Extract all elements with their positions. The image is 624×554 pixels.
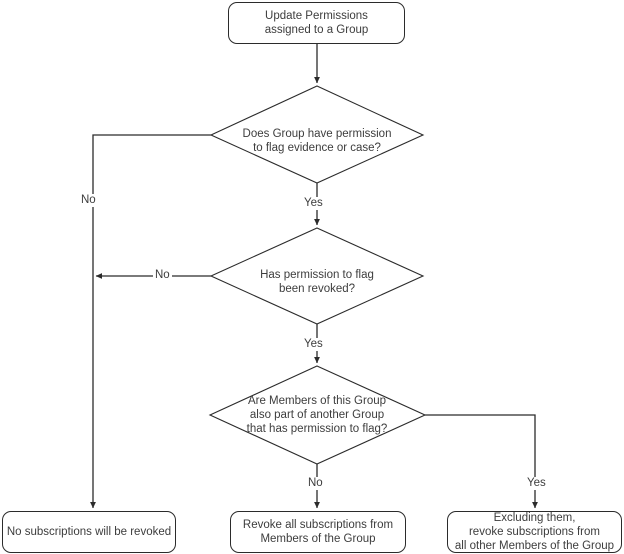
- edge-label-d1-no: No: [79, 194, 98, 207]
- connector-d1-no-to-left-rail: [90, 134, 211, 509]
- edge-label-d1-yes: Yes: [302, 197, 325, 210]
- decision-diamond-3[interactable]: [208, 365, 427, 465]
- edge-label-d3-yes: Yes: [525, 477, 548, 490]
- edge-label-d3-no: No: [306, 477, 325, 490]
- terminal-node-no-subscriptions[interactable]: No subscriptions will be revoked: [2, 511, 176, 553]
- decision-diamond-2[interactable]: [209, 227, 425, 325]
- start-node-label: Update Permissions assigned to a Group: [264, 10, 369, 36]
- decision-diamond-1[interactable]: [209, 85, 425, 184]
- terminal-node-3-label: Excluding them, revoke subscriptions fro…: [454, 512, 615, 552]
- terminal-node-2-label: Revoke all subscriptions from Members of…: [242, 519, 394, 545]
- start-node[interactable]: Update Permissions assigned to a Group: [228, 2, 405, 44]
- edge-label-d2-yes: Yes: [302, 338, 325, 351]
- terminal-node-revoke-all[interactable]: Revoke all subscriptions from Members of…: [230, 511, 406, 553]
- terminal-node-excluding-them[interactable]: Excluding them, revoke subscriptions fro…: [447, 511, 622, 553]
- edge-label-d2-no: No: [153, 269, 172, 282]
- terminal-node-1-label: No subscriptions will be revoked: [6, 526, 172, 538]
- connector-d3-yes-to-terminal-3: [425, 414, 538, 509]
